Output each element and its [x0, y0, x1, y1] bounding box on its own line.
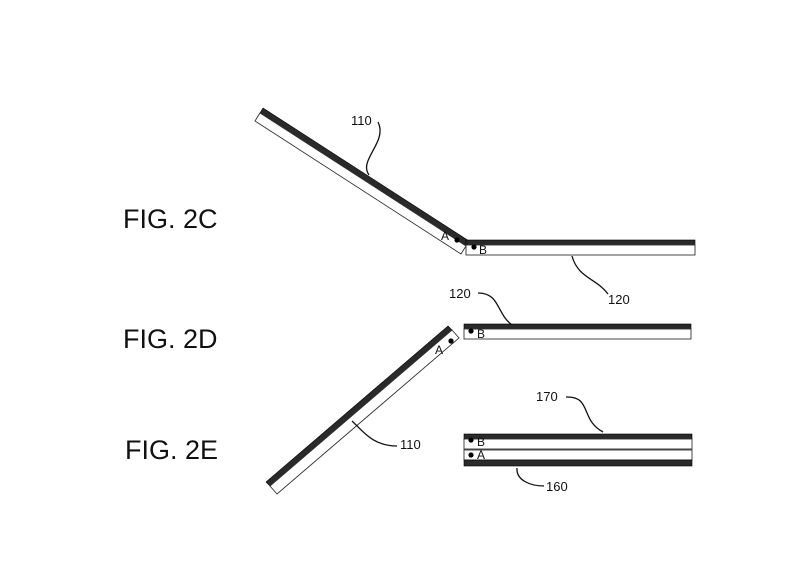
panel-160-dark-layer — [463, 459, 693, 467]
reference-numeral-170: 170 — [536, 389, 558, 404]
panel-170-dark-layer — [463, 433, 693, 440]
figure-label-2e: FIG. 2E — [125, 435, 218, 465]
point-b-dot — [471, 244, 477, 250]
panel-170-light-layer — [463, 438, 693, 450]
point-a-label: A — [435, 343, 443, 357]
reference-numeral-120: 120 — [449, 286, 471, 301]
point-a-label: A — [477, 448, 485, 462]
leader-line-120 — [571, 255, 609, 295]
panel-110-dark-layer — [265, 325, 453, 487]
panel-120-horizontal — [465, 239, 696, 256]
point-b-dot — [468, 437, 474, 443]
figure-label-2c: FIG. 2C — [123, 204, 218, 234]
reference-numeral-120: 120 — [608, 292, 630, 307]
panel-120-dark-layer — [465, 239, 696, 246]
panel-120-dark-layer — [463, 323, 692, 330]
panel-120-horizontal — [463, 323, 692, 340]
leader-line-170 — [565, 396, 604, 433]
point-a-dot — [468, 452, 474, 458]
panel-110-light-layer — [254, 112, 467, 255]
point-a-dot — [454, 237, 460, 243]
leader-line-110 — [366, 121, 381, 176]
point-b-label: B — [477, 327, 485, 341]
panel-110-slanted — [265, 325, 460, 495]
panel-110-dark-layer — [259, 107, 470, 247]
point-a-label: A — [441, 229, 449, 243]
figure-2c: FIG. 2C A B 110 120 — [123, 107, 696, 307]
figure-label-2d: FIG. 2D — [123, 324, 218, 354]
leader-line-110 — [351, 420, 398, 447]
panel-110-light-layer — [269, 329, 460, 495]
point-b-label: B — [477, 435, 485, 449]
point-b-dot — [468, 328, 474, 334]
point-a-dot — [448, 338, 454, 344]
panel-120-light-layer — [463, 328, 692, 340]
figure-2d: FIG. 2D A B 120 110 — [123, 286, 692, 495]
leader-line-160 — [516, 467, 545, 487]
reference-numeral-160: 160 — [546, 479, 568, 494]
panel-160-light-layer — [463, 449, 693, 461]
panel-stack-170-160 — [463, 433, 693, 467]
figure-2e: FIG. 2E B A 170 160 — [125, 389, 693, 494]
panel-110-slanted — [254, 107, 470, 255]
point-b-label: B — [479, 243, 487, 257]
leader-line-120 — [477, 292, 513, 326]
reference-numeral-110: 110 — [400, 437, 421, 452]
reference-numeral-110: 110 — [351, 113, 372, 128]
panel-120-light-layer — [465, 244, 696, 256]
